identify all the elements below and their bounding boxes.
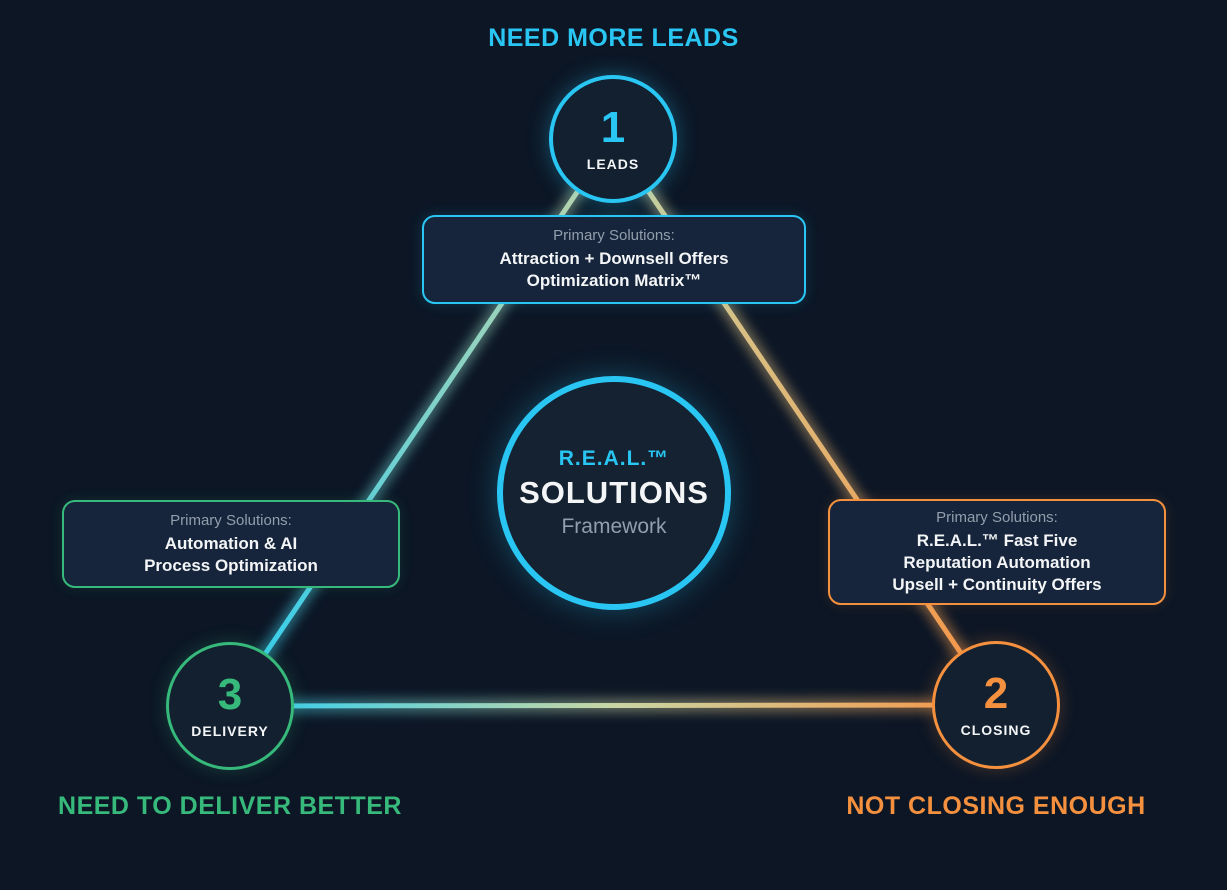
- node-closing-name: CLOSING: [960, 722, 1032, 738]
- right-solutions-box: Primary Solutions: R.E.A.L.™ Fast Five R…: [828, 499, 1166, 605]
- center-framework-text: Framework: [561, 515, 667, 538]
- center-brand-text: R.E.A.L.™: [558, 447, 670, 470]
- center-framework-circle: R.E.A.L.™ SOLUTIONS Framework: [497, 376, 731, 610]
- need-to-deliver-better-label: NEED TO DELIVER BETTER: [58, 792, 402, 820]
- node-delivery: 3 DELIVERY: [166, 642, 294, 770]
- top-solutions-box: Primary Solutions: Attraction + Downsell…: [422, 215, 806, 304]
- right-solutions-item: Reputation Automation: [903, 552, 1091, 572]
- node-leads: 1 LEADS: [549, 75, 677, 203]
- top-solutions-item: Optimization Matrix™: [526, 271, 702, 290]
- node-delivery-name: DELIVERY: [191, 723, 269, 739]
- top-solutions-heading: Primary Solutions:: [553, 227, 675, 244]
- top-solutions-item: Attraction + Downsell Offers: [499, 249, 729, 268]
- node-closing: 2 CLOSING: [932, 641, 1060, 769]
- node-leads-name: LEADS: [586, 156, 640, 172]
- need-more-leads-label: NEED MORE LEADS: [488, 24, 739, 52]
- left-solutions-item: Process Optimization: [144, 555, 318, 575]
- left-solutions-item: Automation & AI: [164, 533, 298, 553]
- node-closing-number: 2: [983, 669, 1009, 718]
- center-solutions-text: SOLUTIONS: [519, 475, 709, 510]
- triangle-core-path: [227, 136, 999, 709]
- right-solutions-item: R.E.A.L.™ Fast Five: [916, 530, 1078, 550]
- right-solutions-heading: Primary Solutions:: [936, 508, 1058, 526]
- left-solutions-box: Primary Solutions: Automation & AI Proce…: [62, 500, 400, 588]
- not-closing-enough-label: NOT CLOSING ENOUGH: [846, 792, 1146, 820]
- right-solutions-item: Upsell + Continuity Offers: [892, 574, 1102, 594]
- node-delivery-number: 3: [217, 670, 243, 719]
- node-leads-number: 1: [600, 103, 626, 152]
- left-solutions-heading: Primary Solutions:: [170, 511, 292, 529]
